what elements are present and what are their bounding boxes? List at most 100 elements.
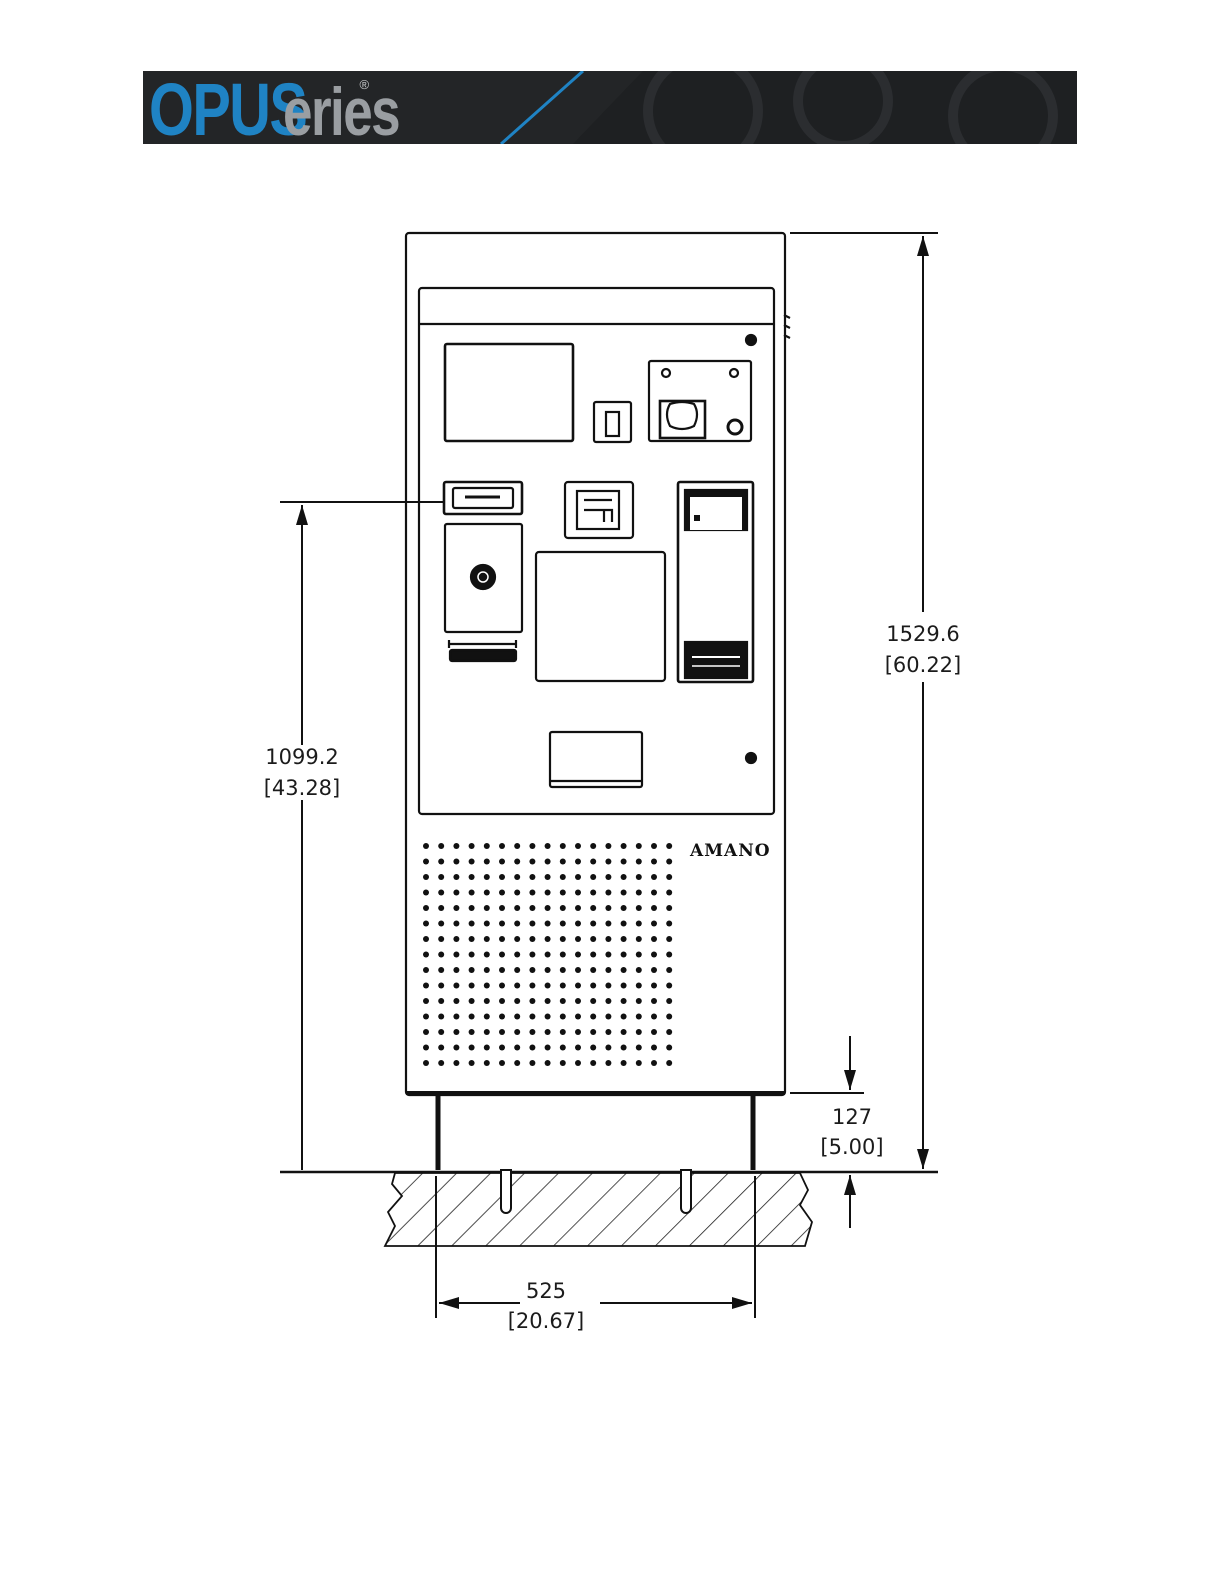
grille-hole <box>545 921 551 927</box>
grille-hole <box>499 983 505 989</box>
grille-hole <box>605 921 611 927</box>
grille-hole <box>651 859 657 865</box>
grille-hole <box>605 905 611 911</box>
grille-hole <box>484 983 490 989</box>
grille-hole <box>590 890 596 896</box>
grille-hole <box>469 1029 475 1035</box>
grille-hole <box>453 1014 459 1020</box>
grille-hole <box>453 1045 459 1051</box>
grille-hole <box>499 843 505 849</box>
grille-hole <box>651 952 657 958</box>
grille-hole <box>605 998 611 1004</box>
grille-hole <box>575 1045 581 1051</box>
grille-hole <box>453 859 459 865</box>
grille-hole <box>438 874 444 880</box>
grille-hole <box>590 1060 596 1066</box>
grille-hole <box>484 952 490 958</box>
grille-hole <box>453 843 459 849</box>
grille-hole <box>484 1014 490 1020</box>
grille-hole <box>438 952 444 958</box>
grille-hole <box>590 921 596 927</box>
grille-hole <box>499 1029 505 1035</box>
grille-hole <box>575 1029 581 1035</box>
base-width-in: [20.67] <box>508 1309 585 1333</box>
grille-hole <box>499 1014 505 1020</box>
screw-bottom <box>746 753 756 763</box>
grille-hole <box>529 967 535 973</box>
grille-hole <box>423 983 429 989</box>
grille-hole <box>651 936 657 942</box>
grille-hole <box>636 936 642 942</box>
grille-hole <box>423 967 429 973</box>
grille-hole <box>605 859 611 865</box>
grille-hole <box>514 1014 520 1020</box>
grille-hole <box>590 952 596 958</box>
grille-hole <box>621 998 627 1004</box>
grille-hole <box>453 921 459 927</box>
grille-hole <box>590 1014 596 1020</box>
grille-hole <box>529 936 535 942</box>
grille-hole <box>545 936 551 942</box>
grille-hole <box>590 859 596 865</box>
grille-hole <box>621 890 627 896</box>
reader-height-mm: 1099.2 <box>265 745 338 769</box>
grille-hole <box>545 952 551 958</box>
grille-hole <box>529 983 535 989</box>
grille-hole <box>514 1029 520 1035</box>
grille-hole <box>514 1060 520 1066</box>
grille-hole <box>575 952 581 958</box>
grille-hole <box>636 1060 642 1066</box>
grille-hole <box>605 936 611 942</box>
base-height-in: [5.00] <box>820 1135 883 1159</box>
grille-hole <box>423 1045 429 1051</box>
grille-hole <box>621 1060 627 1066</box>
grille-hole <box>545 1060 551 1066</box>
grille-hole <box>438 1029 444 1035</box>
grille-hole <box>438 921 444 927</box>
grille-hole <box>636 998 642 1004</box>
grille-hole <box>423 952 429 958</box>
grille-hole <box>423 998 429 1004</box>
grille-hole <box>605 1045 611 1051</box>
grille-hole <box>438 1060 444 1066</box>
grille-hole <box>575 936 581 942</box>
grille-hole <box>529 1060 535 1066</box>
grille-hole <box>636 1045 642 1051</box>
grille-hole <box>469 843 475 849</box>
grille-hole <box>651 843 657 849</box>
grille-hole <box>529 998 535 1004</box>
grille-hole <box>499 967 505 973</box>
grille-hole <box>514 921 520 927</box>
grille-hole <box>590 998 596 1004</box>
grille-hole <box>666 1060 672 1066</box>
overall-height-mm: 1529.6 <box>886 622 959 646</box>
grille-hole <box>666 1014 672 1020</box>
grille-hole <box>499 936 505 942</box>
concrete-foundation <box>385 1173 812 1246</box>
grille-hole <box>545 890 551 896</box>
grille-hole <box>484 1045 490 1051</box>
grille-hole <box>529 890 535 896</box>
grille-hole <box>484 859 490 865</box>
grille-hole <box>423 843 429 849</box>
grille-hole <box>651 983 657 989</box>
grille-hole <box>575 1014 581 1020</box>
grille-hole <box>438 1014 444 1020</box>
grille-hole <box>469 874 475 880</box>
grille-hole <box>484 890 490 896</box>
grille-hole <box>560 874 566 880</box>
grille-hole <box>469 1045 475 1051</box>
grille-hole <box>621 983 627 989</box>
grille-hole <box>423 905 429 911</box>
grille-hole <box>666 1045 672 1051</box>
anchor-bolt <box>681 1170 691 1213</box>
grille-hole <box>469 859 475 865</box>
grille-hole <box>423 874 429 880</box>
grille-hole <box>560 1029 566 1035</box>
coin-return <box>450 650 516 661</box>
grille-hole <box>666 936 672 942</box>
grille-hole <box>438 998 444 1004</box>
grille-hole <box>514 890 520 896</box>
grille-hole <box>636 859 642 865</box>
grille-hole <box>605 843 611 849</box>
